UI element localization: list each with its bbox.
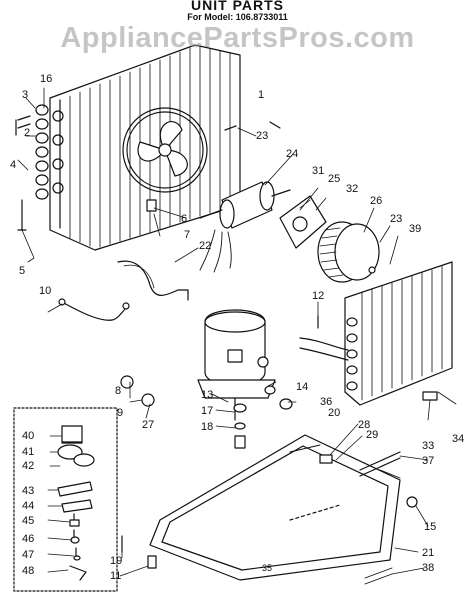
callout-11[interactable]: 11 (110, 570, 122, 582)
callout-23b[interactable]: 23 (390, 213, 403, 225)
callout-42[interactable]: 42 (22, 460, 35, 472)
callout-36[interactable]: 36 (320, 396, 333, 408)
wire-harness (61, 301, 127, 321)
callout-44[interactable]: 44 (22, 500, 35, 512)
callout-25[interactable]: 25 (328, 173, 341, 185)
callout-10[interactable]: 10 (39, 285, 52, 297)
callout-47[interactable]: 47 (22, 549, 35, 561)
evaporator-return-bends (346, 317, 358, 391)
base-pan (149, 434, 401, 581)
callout-22[interactable]: 22 (199, 240, 212, 252)
callout-15[interactable]: 15 (424, 521, 437, 533)
callout-26[interactable]: 26 (370, 195, 383, 207)
callout-31[interactable]: 31 (312, 165, 325, 177)
callout-3[interactable]: 3 (22, 89, 29, 101)
callout-13[interactable]: 13 (201, 389, 214, 401)
motor-mount (279, 195, 327, 249)
callout-20[interactable]: 20 (328, 407, 341, 419)
callout-7[interactable]: 7 (184, 229, 191, 241)
callout-4[interactable]: 4 (10, 159, 17, 171)
control-parts (57, 425, 95, 581)
callout-18[interactable]: 18 (201, 421, 214, 433)
callout-1[interactable]: 1 (258, 89, 265, 101)
callout-16[interactable]: 16 (40, 73, 53, 85)
callout-33[interactable]: 33 (422, 440, 435, 452)
callout-46[interactable]: 46 (22, 533, 35, 545)
callout-24[interactable]: 24 (286, 148, 299, 160)
condenser-return-bends (35, 104, 64, 200)
evaporator-coil (299, 261, 453, 406)
callout-27[interactable]: 27 (142, 419, 155, 431)
callout-2[interactable]: 2 (24, 127, 31, 139)
compressor (197, 309, 276, 449)
callout-21[interactable]: 21 (422, 547, 435, 559)
callout-34[interactable]: 34 (452, 433, 465, 445)
model-number: For Model: 106.8733011 (187, 12, 288, 22)
refrigerant-line (117, 260, 189, 301)
callout-45[interactable]: 45 (22, 515, 35, 527)
small-parts (120, 121, 438, 585)
callout-38[interactable]: 38 (422, 562, 435, 574)
callout-9[interactable]: 9 (117, 407, 124, 419)
leader-lines (17, 87, 457, 577)
callout-17[interactable]: 17 (201, 405, 214, 417)
callout-14[interactable]: 14 (296, 381, 309, 393)
callout-37[interactable]: 37 (422, 455, 435, 467)
callout-43[interactable]: 43 (22, 485, 35, 497)
callout-28[interactable]: 28 (358, 419, 371, 431)
callout-19[interactable]: 19 (110, 555, 123, 567)
callout-35[interactable]: 35 (262, 563, 273, 573)
callout-23a[interactable]: 23 (256, 130, 269, 142)
callout-32[interactable]: 32 (346, 183, 359, 195)
condenser-fan (122, 107, 208, 212)
blower-wheel (317, 221, 380, 283)
callout-8[interactable]: 8 (115, 385, 122, 397)
diagram-title: UNIT PARTS (191, 0, 284, 13)
capillary-tube (17, 199, 27, 231)
callout-48[interactable]: 48 (22, 565, 35, 577)
callout-39[interactable]: 39 (409, 223, 422, 235)
callout-12[interactable]: 12 (312, 290, 325, 302)
callout-40[interactable]: 40 (22, 430, 35, 442)
callout-29[interactable]: 29 (366, 429, 379, 441)
fan-motor (199, 181, 291, 273)
callout-41[interactable]: 41 (22, 446, 35, 458)
callout-6[interactable]: 6 (181, 213, 188, 225)
callout-5[interactable]: 5 (19, 265, 26, 277)
watermark: AppliancePartsPros.com (60, 22, 415, 54)
